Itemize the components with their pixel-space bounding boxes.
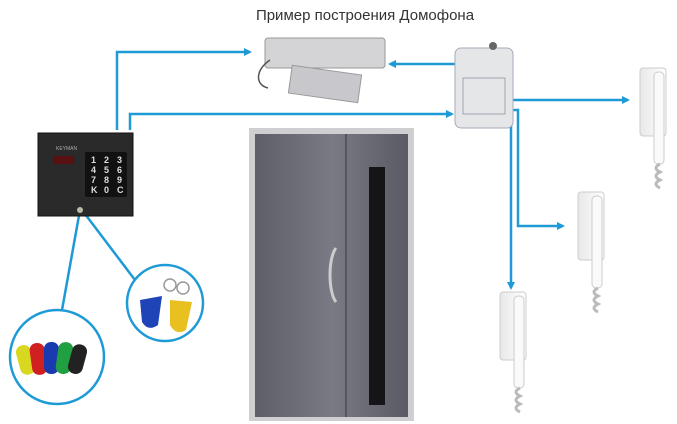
keypad-key: 6 [117, 165, 122, 175]
keypad-key: 7 [91, 175, 96, 185]
diagram-title: Пример построения Домофона [255, 7, 475, 24]
connection-lines [60, 48, 630, 311]
tags-circle [125, 263, 205, 343]
magnetic-lock [257, 37, 386, 104]
controller-unit [454, 42, 514, 129]
line-to-handset-3 [507, 116, 515, 290]
keypad-key: 8 [104, 175, 109, 185]
line-panel-to-controller [128, 110, 454, 130]
keypad-key: 2 [104, 155, 109, 165]
keypad-key: 0 [104, 185, 109, 195]
keypad-key: K [91, 185, 98, 195]
handset [577, 191, 605, 314]
line-panel-to-keys [60, 209, 82, 311]
keypad-key: C [117, 185, 124, 195]
line-panel-to-tags [81, 209, 136, 281]
door [249, 128, 414, 421]
keypad-key: 4 [91, 165, 96, 175]
handset [499, 291, 527, 414]
keys-circle [8, 308, 106, 406]
keypad-key: 1 [91, 155, 96, 165]
panel-brand: KEYMAN [56, 146, 78, 152]
handset [639, 67, 667, 190]
keypad-key: 9 [117, 175, 122, 185]
line-to-handset-2 [513, 108, 565, 230]
line-panel-to-lock [115, 48, 252, 130]
keypad-key: 3 [117, 155, 122, 165]
keypad-key: 5 [104, 165, 109, 175]
